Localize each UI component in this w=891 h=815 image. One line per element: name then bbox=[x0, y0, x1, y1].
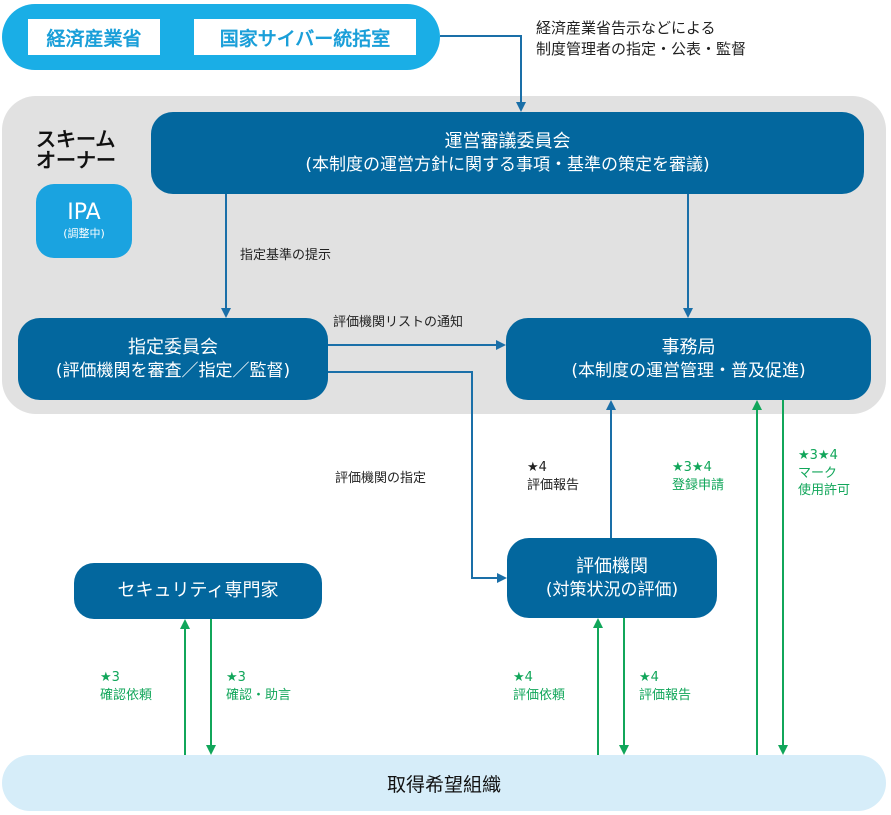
confirm-request-label: ★3 確認依頼 bbox=[100, 669, 152, 704]
confirm-advice-label: ★3 確認・助言 bbox=[226, 669, 291, 704]
secretariat-subtitle: (本制度の運営管理・普及促進) bbox=[571, 360, 806, 381]
eval-report-sec-text: 評価報告 bbox=[527, 477, 580, 493]
confirm-request-text: 確認依頼 bbox=[100, 687, 153, 703]
ipa-box: IPA (調整中) bbox=[36, 184, 132, 258]
designation-committee-subtitle: (評価機関を審査／指定／監督) bbox=[55, 360, 291, 381]
cyber-office-label: 国家サイバー統括室 bbox=[194, 19, 416, 55]
evaluation-body-node: 評価機関 (対策状況の評価) bbox=[507, 538, 717, 618]
applicant-org-title: 取得希望組織 bbox=[386, 773, 501, 796]
security-expert-node: セキュリティ専門家 bbox=[74, 563, 322, 619]
designation-label: 評価機関の指定 bbox=[335, 471, 427, 486]
confirm-request-star: ★3 bbox=[100, 670, 120, 685]
authority-note: 経済産業省告示などによる 制度管理者の指定・公表・監督 bbox=[536, 18, 746, 60]
authority-note-line2: 制度管理者の指定・公表・監督 bbox=[536, 40, 747, 58]
scheme-owner-label-line2: オーナー bbox=[36, 148, 116, 172]
ipa-status: (調整中) bbox=[63, 227, 105, 241]
mark-permission-star: ★3★4 bbox=[798, 448, 838, 463]
secretariat-node: 事務局 (本制度の運営管理・普及促進) bbox=[506, 318, 871, 400]
security-expert-title: セキュリティ専門家 bbox=[117, 580, 279, 602]
mark-permission-text2: 使用許可 bbox=[798, 483, 851, 499]
mark-permission-label: ★3★4 マーク 使用許可 bbox=[798, 447, 850, 500]
eval-report-sec-star: ★4 bbox=[527, 460, 547, 475]
eval-report-org-label: ★4 評価報告 bbox=[639, 669, 691, 704]
ipa-name: IPA bbox=[67, 199, 101, 225]
arrow-gov-to-steering bbox=[440, 35, 526, 112]
eval-report-sec-label: ★4 評価報告 bbox=[527, 459, 579, 494]
eval-request-text: 評価依頼 bbox=[513, 687, 566, 703]
evaluation-body-title: 評価機関 bbox=[576, 556, 648, 578]
evaluation-body-subtitle: (対策状況の評価) bbox=[545, 579, 679, 600]
secretariat-title: 事務局 bbox=[661, 337, 716, 359]
list-notice-label: 評価機関リストの通知 bbox=[333, 315, 464, 330]
authority-note-line1: 経済産業省告示などによる bbox=[536, 19, 716, 37]
registration-star: ★3★4 bbox=[672, 460, 712, 475]
criteria-label: 指定基準の提示 bbox=[240, 248, 332, 263]
registration-label: ★3★4 登録申請 bbox=[672, 459, 724, 494]
ministry-label: 経済産業省 bbox=[28, 19, 160, 55]
confirm-advice-text: 確認・助言 bbox=[226, 687, 292, 703]
registration-text: 登録申請 bbox=[672, 477, 725, 493]
scheme-owner-label: スキーム オーナー bbox=[36, 129, 116, 171]
designation-committee-node: 指定委員会 (評価機関を審査／指定／監督) bbox=[18, 318, 328, 400]
scheme-owner-label-line1: スキーム bbox=[36, 127, 116, 151]
eval-request-label: ★4 評価依頼 bbox=[513, 669, 565, 704]
arrow-designation bbox=[328, 371, 507, 583]
mark-permission-text1: マーク bbox=[798, 465, 838, 481]
steering-committee-node: 運営審議委員会 (本制度の運営方針に関する事項・基準の策定を審議) bbox=[151, 112, 864, 194]
steering-committee-subtitle: (本制度の運営方針に関する事項・基準の策定を審議) bbox=[305, 154, 710, 175]
designation-committee-title: 指定委員会 bbox=[128, 337, 218, 359]
confirm-advice-star: ★3 bbox=[226, 670, 246, 685]
steering-committee-title: 運営審議委員会 bbox=[444, 131, 571, 153]
eval-request-star: ★4 bbox=[513, 670, 533, 685]
government-bar: 経済産業省 国家サイバー統括室 bbox=[2, 4, 440, 70]
applicant-org-node: 取得希望組織 bbox=[2, 755, 886, 811]
eval-report-org-text: 評価報告 bbox=[639, 687, 692, 703]
eval-report-org-star: ★4 bbox=[639, 670, 659, 685]
